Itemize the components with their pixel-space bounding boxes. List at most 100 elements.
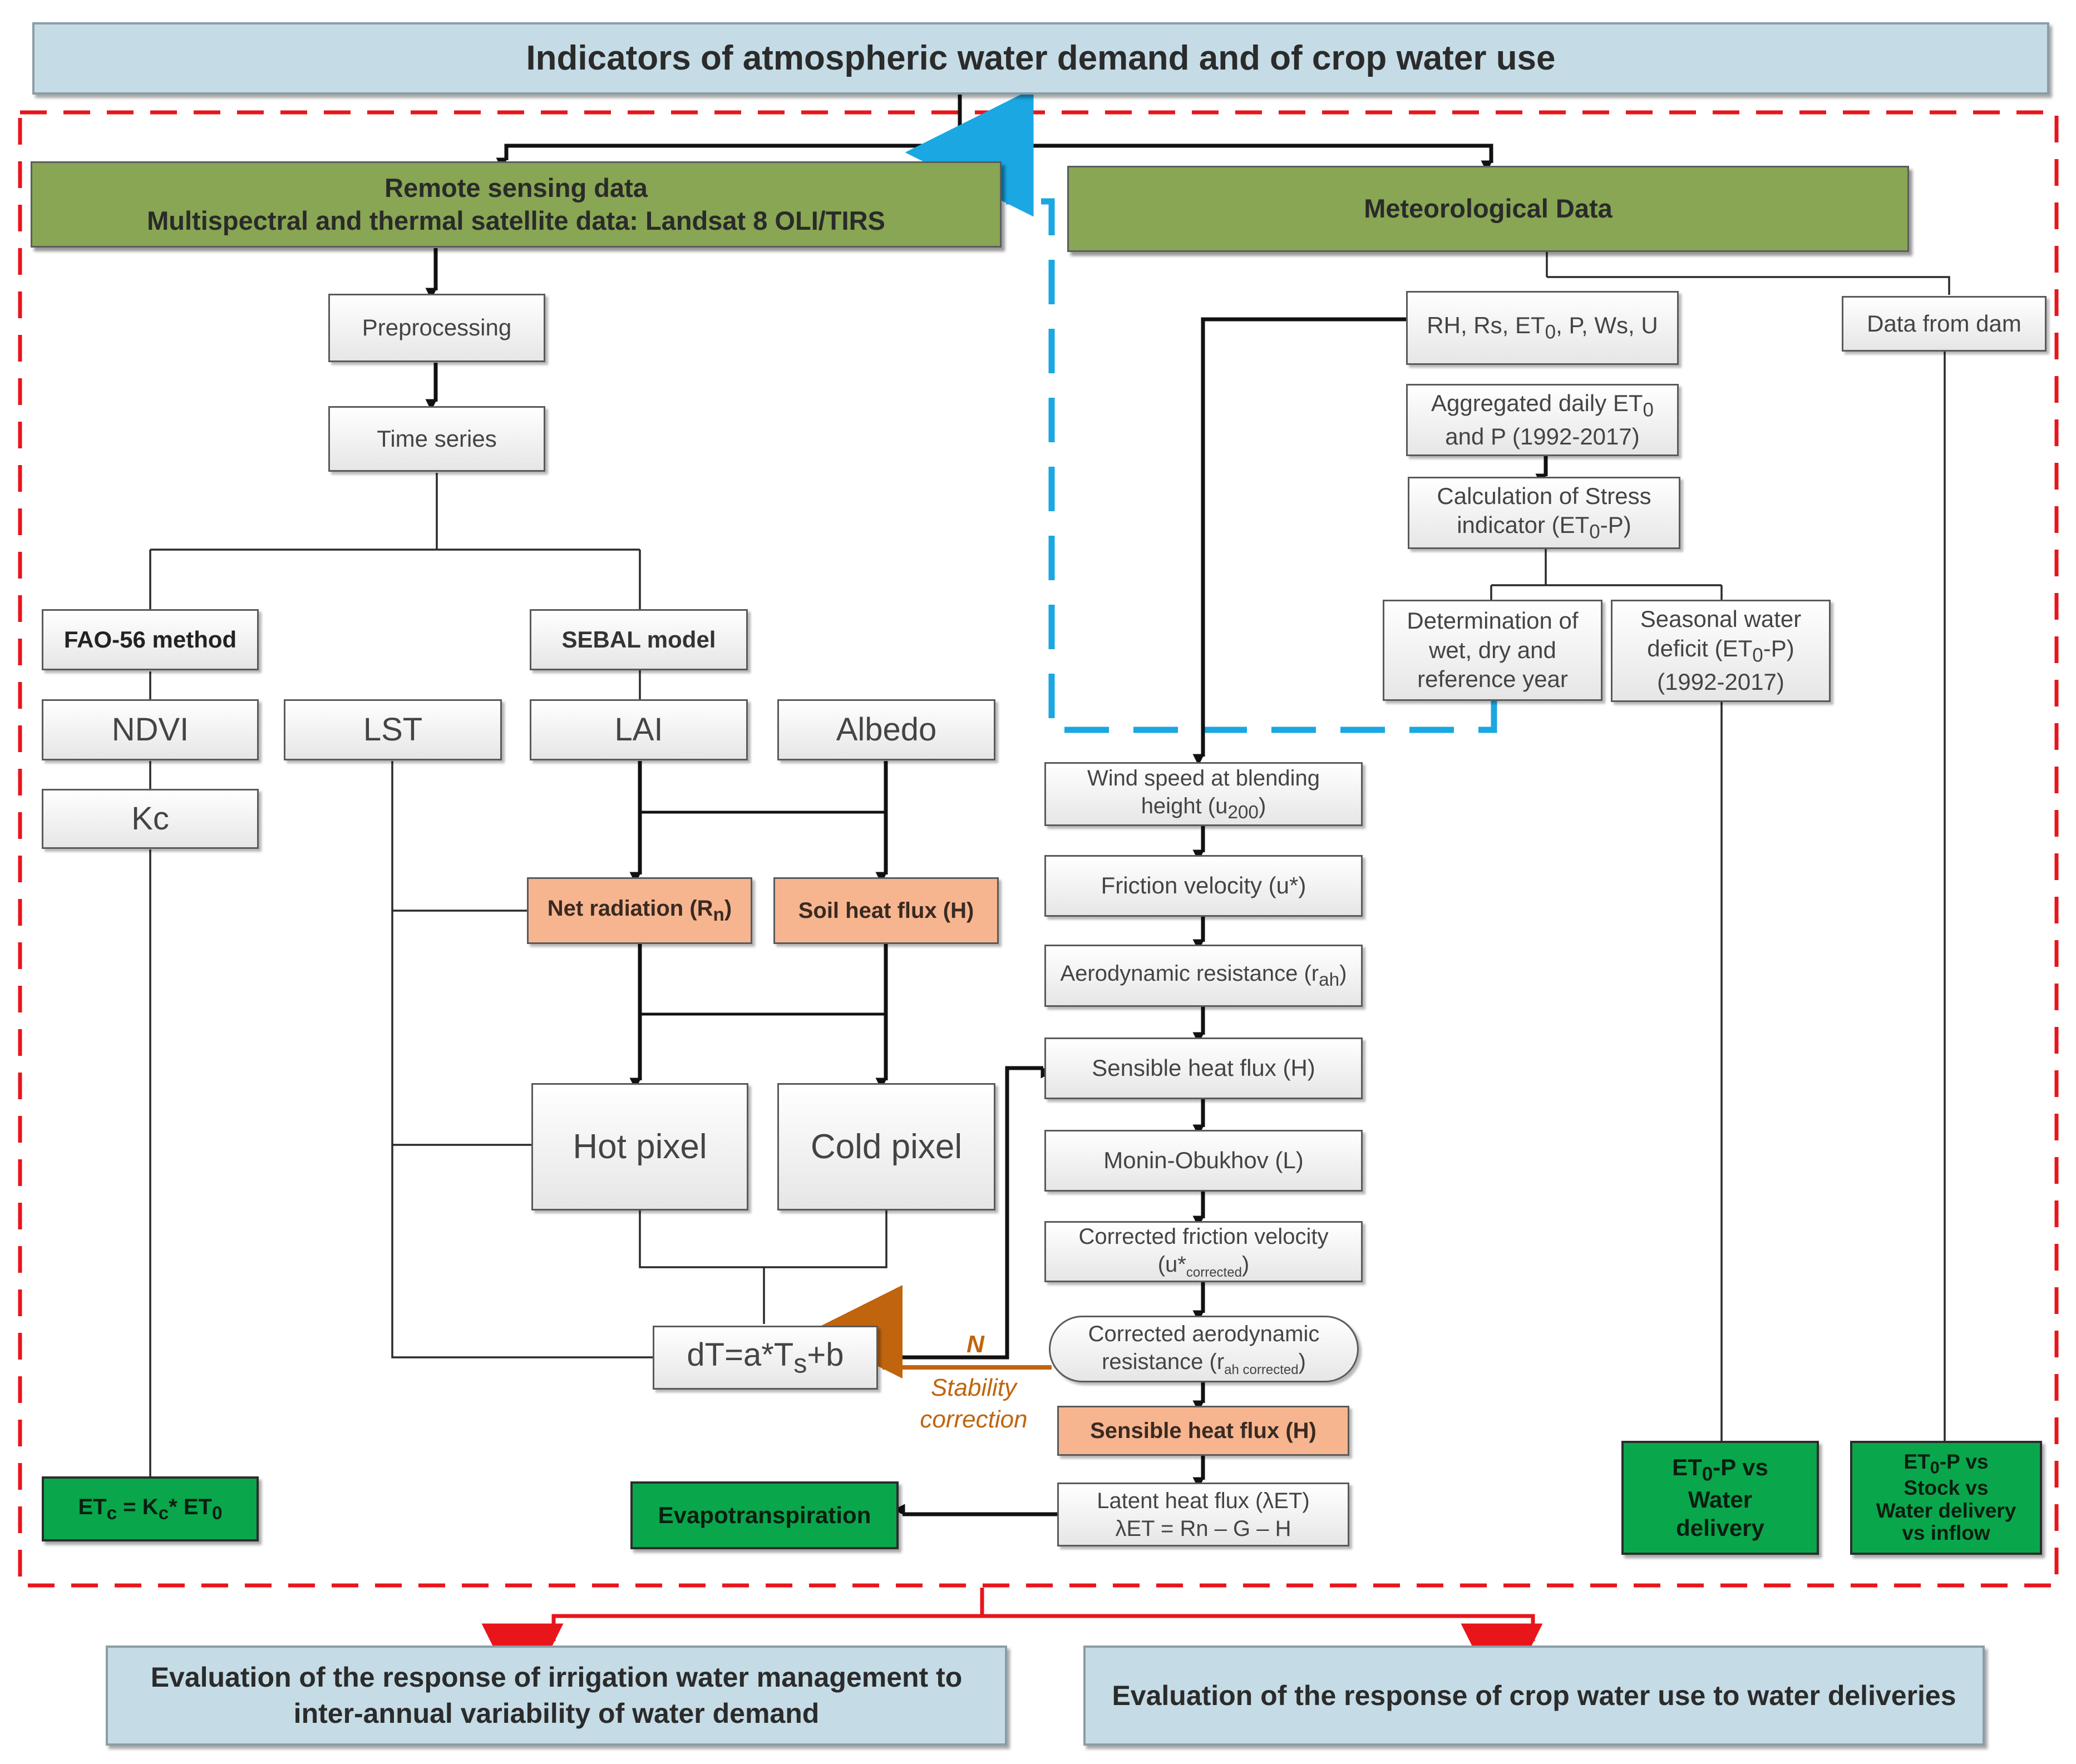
arrow-red-right <box>982 1614 1543 1706</box>
et0p-stock-line2: Stock vs <box>1904 1476 1989 1500</box>
remote-sensing-box: Remote sensing data Multispectral and th… <box>31 161 1002 248</box>
et0p-stock-box: ET0-P vs Stock vs Water delivery vs infl… <box>1850 1441 2042 1555</box>
data-from-dam-box: Data from dam <box>1842 296 2047 352</box>
time-series-box: Time series <box>328 406 545 472</box>
wire-met-split <box>1546 248 1950 295</box>
title-text: Indicators of atmospheric water demand a… <box>526 39 1556 78</box>
arrow-rh-wind <box>1192 317 1406 766</box>
cold-pixel-box: Cold pixel <box>777 1083 995 1210</box>
corrected-friction-velocity-box: Corrected friction velocity (u*corrected… <box>1044 1221 1363 1282</box>
latent-heat-flux-box: Latent heat flux (λET) λET = Rn – G – H <box>1057 1483 1349 1546</box>
albedo-box: Albedo <box>777 699 995 760</box>
title-box: Indicators of atmospheric water demand a… <box>32 22 2049 95</box>
cyan-dashed-feedback <box>905 88 1497 733</box>
stress-indicator-box: Calculation of Stress indicator (ET0-P) <box>1408 477 1680 549</box>
sensible-heat-flux-final-text: Sensible heat flux (H) <box>1090 1419 1316 1443</box>
remote-sensing-line2: Multispectral and thermal satellite data… <box>147 205 885 235</box>
lst-text: LST <box>363 711 423 748</box>
hot-pixel-text: Hot pixel <box>573 1127 707 1166</box>
data-from-dam-text: Data from dam <box>1867 310 2021 337</box>
wind-speed-line1: Wind speed at blending <box>1087 765 1320 790</box>
stress-line2: indicator (ET0-P) <box>1457 512 1631 543</box>
stability-correction-label: Stability correction <box>920 1374 1028 1434</box>
evaluation-irrigation-line2: inter-annual variability of water demand <box>293 1698 820 1729</box>
fao56-box: FAO-56 method <box>42 609 259 670</box>
net-radiation-text: Net radiation (Rn) <box>547 896 732 926</box>
rh-variables-text: RH, Rs, ET0, P, Ws, U <box>1427 312 1658 343</box>
aggregated-daily-box: Aggregated daily ET0 and P (1992-2017) <box>1406 384 1679 456</box>
sebal-model-box: SEBAL model <box>530 609 748 670</box>
seasonal-line1: Seasonal water <box>1640 606 1802 633</box>
aggregated-line2: and P (1992-2017) <box>1445 423 1640 449</box>
et0p-delivery-line3: delivery <box>1676 1514 1764 1541</box>
wire-title-to-rs <box>496 144 960 170</box>
albedo-text: Albedo <box>836 711 937 748</box>
et0p-water-delivery-box: ET0-P vs Water delivery <box>1621 1441 1819 1555</box>
red-dashed-frame <box>18 110 2059 1588</box>
soil-heat-flux-text: Soil heat flux (H) <box>798 898 974 923</box>
preprocessing-text: Preprocessing <box>362 314 512 341</box>
seasonal-line2: deficit (ET0-P) <box>1647 635 1794 666</box>
hot-pixel-box: Hot pixel <box>531 1083 748 1210</box>
arrow-dt-sensible <box>878 1066 1053 1360</box>
stability-n-label: N <box>967 1331 984 1358</box>
friction-velocity-box: Friction velocity (u*) <box>1044 855 1363 917</box>
et0p-delivery-line1: ET0-P vs <box>1672 1454 1768 1485</box>
etc-formula-text: ETc = Kc* ET0 <box>78 1494 223 1524</box>
determination-line1: Determination of <box>1407 607 1579 634</box>
cold-pixel-text: Cold pixel <box>810 1127 963 1166</box>
latent-heat-flux-line2: λET = Rn – G – H <box>1115 1516 1291 1541</box>
latent-heat-flux-line1: Latent heat flux (λET) <box>1097 1488 1310 1513</box>
fao56-text: FAO-56 method <box>63 626 237 653</box>
arrow-red-left <box>481 1614 982 1706</box>
determination-years-box: Determination of wet, dry and reference … <box>1383 600 1602 701</box>
et0p-stock-line1: ET0-P vs <box>1904 1450 1989 1478</box>
meteorological-box: Meteorological Data <box>1067 166 1909 252</box>
corrected-aero-line1: Corrected aerodynamic <box>1088 1321 1320 1346</box>
corrected-friction-line2: (u*corrected) <box>1157 1252 1250 1280</box>
friction-velocity-text: Friction velocity (u*) <box>1101 872 1306 899</box>
evapotranspiration-box: Evapotranspiration <box>630 1481 899 1549</box>
wire-hot-cold-join <box>639 1210 887 1324</box>
kc-box: Kc <box>42 789 259 849</box>
evaluation-crop-text: Evaluation of the response of crop water… <box>1112 1679 1956 1711</box>
et0p-stock-line4: vs inflow <box>1902 1521 1990 1545</box>
meteorological-text: Meteorological Data <box>1364 194 1613 224</box>
wind-speed-box: Wind speed at blending height (u200) <box>1044 762 1363 826</box>
soil-heat-flux-box: Soil heat flux (H) <box>773 877 999 944</box>
net-radiation-box: Net radiation (Rn) <box>527 877 752 944</box>
preprocessing-box: Preprocessing <box>328 294 545 362</box>
wire-title-to-met <box>960 144 1493 172</box>
et0p-stock-line3: Water delivery <box>1876 1499 2016 1522</box>
wire-timeseries-split <box>149 473 641 609</box>
determination-line2: wet, dry and <box>1429 636 1556 663</box>
evaluation-irrigation-line1: Evaluation of the response of irrigation… <box>150 1662 963 1693</box>
kc-text: Kc <box>131 800 169 837</box>
ndvi-text: NDVI <box>111 711 189 748</box>
evaluation-crop-box: Evaluation of the response of crop water… <box>1083 1646 1985 1746</box>
evaluation-irrigation-box: Evaluation of the response of irrigation… <box>106 1646 1007 1746</box>
sensible-heat-flux-text: Sensible heat flux (H) <box>1092 1055 1315 1081</box>
lai-box: LAI <box>530 699 748 760</box>
ndvi-box: NDVI <box>42 699 259 760</box>
sensible-heat-flux-box: Sensible heat flux (H) <box>1044 1037 1363 1099</box>
time-series-text: Time series <box>377 425 497 452</box>
seasonal-deficit-box: Seasonal water deficit (ET0-P) (1992-201… <box>1611 600 1831 702</box>
wind-speed-line2: height (u200) <box>1141 793 1266 823</box>
monin-obukhov-box: Monin-Obukhov (L) <box>1044 1130 1363 1192</box>
aerodynamic-resistance-box: Aerodynamic resistance (rah) <box>1044 945 1363 1007</box>
aerodynamic-resistance-text: Aerodynamic resistance (rah) <box>1060 961 1347 991</box>
corrected-aerodynamic-resistance-box: Corrected aerodynamic resistance (rah co… <box>1049 1316 1359 1382</box>
wire-stress-split <box>1490 549 1723 600</box>
wire-lst-loop <box>391 761 653 1358</box>
stress-line1: Calculation of Stress <box>1437 482 1651 509</box>
determination-line3: reference year <box>1417 666 1568 693</box>
sensible-heat-flux-final-box: Sensible heat flux (H) <box>1057 1406 1349 1456</box>
lai-text: LAI <box>614 711 663 748</box>
corrected-friction-line1: Corrected friction velocity <box>1078 1224 1329 1249</box>
rh-variables-box: RH, Rs, ET0, P, Ws, U <box>1406 291 1679 365</box>
evapotranspiration-text: Evapotranspiration <box>658 1501 871 1528</box>
remote-sensing-line1: Remote sensing data <box>384 172 648 202</box>
